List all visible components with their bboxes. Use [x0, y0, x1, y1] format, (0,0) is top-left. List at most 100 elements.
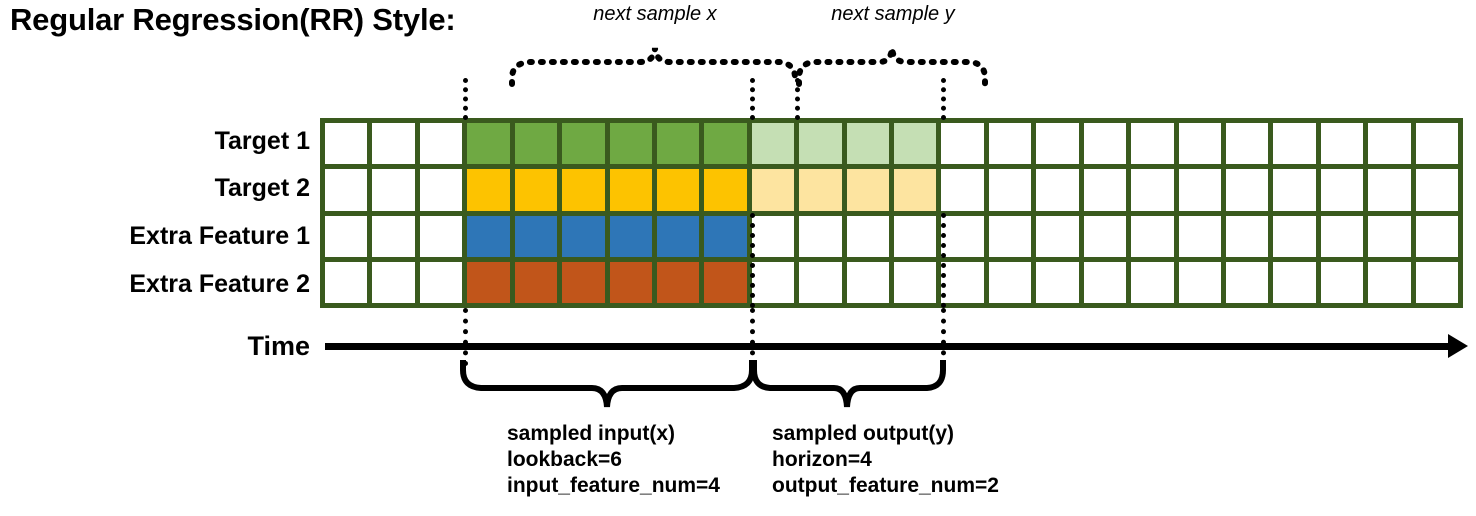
grid-cell-extra-feature-2-col-16: [1036, 261, 1079, 303]
grid-cell-extra-feature-2-col-23: [1368, 261, 1411, 303]
grid-cell-extra-feature-1-col-20: [1225, 215, 1269, 257]
grid-cell-target-1-col-11-output: [799, 123, 842, 165]
grid-cell-target-2-col-22: [1320, 169, 1364, 211]
dotted-connector-input-start-bottom: [463, 308, 468, 366]
caption-output-line-1: sampled output(y): [772, 422, 954, 445]
row-label-extra-feature-2: Extra Feature 2: [129, 270, 310, 298]
grid-cell-extra-feature-1-col-23: [1368, 215, 1411, 257]
grid-cell-extra-feature-2-col-22: [1320, 261, 1364, 303]
caption-sampled-output: sampled output(y) horizon=4 output_featu…: [772, 421, 999, 499]
grid-cell-extra-feature-2-col-13: [894, 261, 937, 303]
grid-cell-extra-feature-1-col-1: [325, 215, 368, 257]
grid-cell-target-1-col-1: [325, 123, 368, 165]
grid-cell-extra-feature-1-col-3: [419, 215, 463, 257]
grid-cell-extra-feature-2-col-15: [988, 261, 1032, 303]
grid-cell-extra-feature-2-col-4-input: [467, 261, 510, 303]
grid-cell-extra-feature-1-col-13: [894, 215, 937, 257]
grid-cell-target-2-col-4-input: [467, 169, 510, 211]
grid-cell-extra-feature-1-col-12: [846, 215, 889, 257]
dotted-divider-output-end-grid: [941, 213, 946, 308]
grid-cell-extra-feature-2-col-7-input: [609, 261, 652, 303]
grid-cell-target-1-col-22: [1320, 123, 1364, 165]
grid-cell-target-2-col-21: [1273, 169, 1316, 211]
dotted-connector-input-end-bottom: [750, 308, 755, 366]
grid-cell-target-2-col-23: [1368, 169, 1411, 211]
axis-label-time: Time: [247, 331, 310, 361]
grid-cell-target-1-col-9-input: [704, 123, 747, 165]
grid-cell-target-1-col-16: [1036, 123, 1079, 165]
grid-cell-target-2-col-17: [1083, 169, 1127, 211]
grid-cell-target-1-col-4-input: [467, 123, 510, 165]
grid-cell-target-1-col-2: [372, 123, 415, 165]
grid-cell-extra-feature-1-col-7-input: [609, 215, 652, 257]
brace-sampled-input: [460, 360, 755, 408]
grid-cell-target-1-col-6-input: [562, 123, 605, 165]
grid-cell-extra-feature-2-col-11: [799, 261, 842, 303]
grid-cell-target-2-col-6-input: [562, 169, 605, 211]
grid-cell-extra-feature-1-col-21: [1273, 215, 1316, 257]
grid-cell-target-2-col-3: [419, 169, 463, 211]
grid-cell-target-1-col-15: [988, 123, 1032, 165]
grid-cell-extra-feature-1-col-8-input: [656, 215, 700, 257]
page-title: Regular Regression(RR) Style:: [10, 2, 456, 37]
grid-cell-extra-feature-1-col-5-input: [514, 215, 558, 257]
grid-cell-target-2-col-1: [325, 169, 368, 211]
grid-cell-extra-feature-2-col-21: [1273, 261, 1316, 303]
grid-cell-extra-feature-2-col-14: [941, 261, 984, 303]
grid-cell-extra-feature-2-col-20: [1225, 261, 1269, 303]
grid-cell-extra-feature-1-col-9-input: [704, 215, 747, 257]
brace-next-sample-y: [796, 47, 988, 87]
grid-cell-extra-feature-1-col-14: [941, 215, 984, 257]
caption-input-line-3: input_feature_num=4: [507, 474, 720, 497]
dotted-connector-input-start-top: [463, 78, 468, 120]
row-label-target-2: Target 2: [214, 174, 310, 202]
grid-cell-target-2-col-15: [988, 169, 1032, 211]
grid-cell-target-1-col-7-input: [609, 123, 652, 165]
grid-cell-extra-feature-2-col-24: [1415, 261, 1458, 303]
grid-cell-extra-feature-2-col-18: [1131, 261, 1174, 303]
grid-cell-extra-feature-2-col-5-input: [514, 261, 558, 303]
grid-cell-extra-feature-2-col-12: [846, 261, 889, 303]
dotted-connector-output-start-top: [795, 78, 800, 120]
grid-cell-extra-feature-2-col-6-input: [562, 261, 605, 303]
grid-cell-target-2-col-11-output: [799, 169, 842, 211]
grid-cell-target-2-col-20: [1225, 169, 1269, 211]
dotted-divider-input-end-grid: [750, 213, 755, 308]
caption-input-line-1: sampled input(x): [507, 422, 676, 445]
grid-cell-target-1-col-18: [1131, 123, 1174, 165]
grid-cell-extra-feature-1-col-4-input: [467, 215, 510, 257]
label-next-sample-y: next sample y: [831, 3, 955, 25]
grid-cell-target-2-col-8-input: [656, 169, 700, 211]
dotted-connector-output-end-bottom: [941, 308, 946, 366]
grid-cell-extra-feature-1-col-11: [799, 215, 842, 257]
grid-cell-extra-feature-1-col-6-input: [562, 215, 605, 257]
grid-cell-target-2-col-10-output: [751, 169, 795, 211]
time-axis-arrow-icon: [1448, 334, 1468, 358]
brace-sampled-output: [751, 360, 946, 408]
grid-cell-target-1-col-3: [419, 123, 463, 165]
grid-cell-extra-feature-1-col-22: [1320, 215, 1364, 257]
grid-cell-extra-feature-2-col-2: [372, 261, 415, 303]
grid-cell-extra-feature-2-col-10: [751, 261, 795, 303]
grid-cell-extra-feature-2-col-8-input: [656, 261, 700, 303]
grid-cell-extra-feature-2-col-19: [1178, 261, 1221, 303]
caption-output-line-3: output_feature_num=2: [772, 474, 999, 497]
caption-output-line-2: horizon=4: [772, 448, 872, 471]
grid-cell-target-1-col-10-output: [751, 123, 795, 165]
grid-cell-extra-feature-2-col-3: [419, 261, 463, 303]
grid-cell-extra-feature-1-col-24: [1415, 215, 1458, 257]
grid-cell-target-1-col-14: [941, 123, 984, 165]
grid-cell-extra-feature-1-col-2: [372, 215, 415, 257]
grid-cell-target-2-col-19: [1178, 169, 1221, 211]
dotted-connector-output-end-top: [941, 78, 946, 120]
grid-cell-extra-feature-2-col-1: [325, 261, 368, 303]
label-next-sample-x: next sample x: [593, 3, 717, 25]
row-label-extra-feature-1: Extra Feature 1: [129, 222, 310, 250]
grid-cell-extra-feature-1-col-18: [1131, 215, 1174, 257]
time-axis-line: [325, 343, 1457, 350]
grid-cell-target-2-col-12-output: [846, 169, 889, 211]
grid-cell-target-1-col-23: [1368, 123, 1411, 165]
grid-cell-target-2-col-18: [1131, 169, 1174, 211]
caption-sampled-input: sampled input(x) lookback=6 input_featur…: [507, 421, 720, 499]
